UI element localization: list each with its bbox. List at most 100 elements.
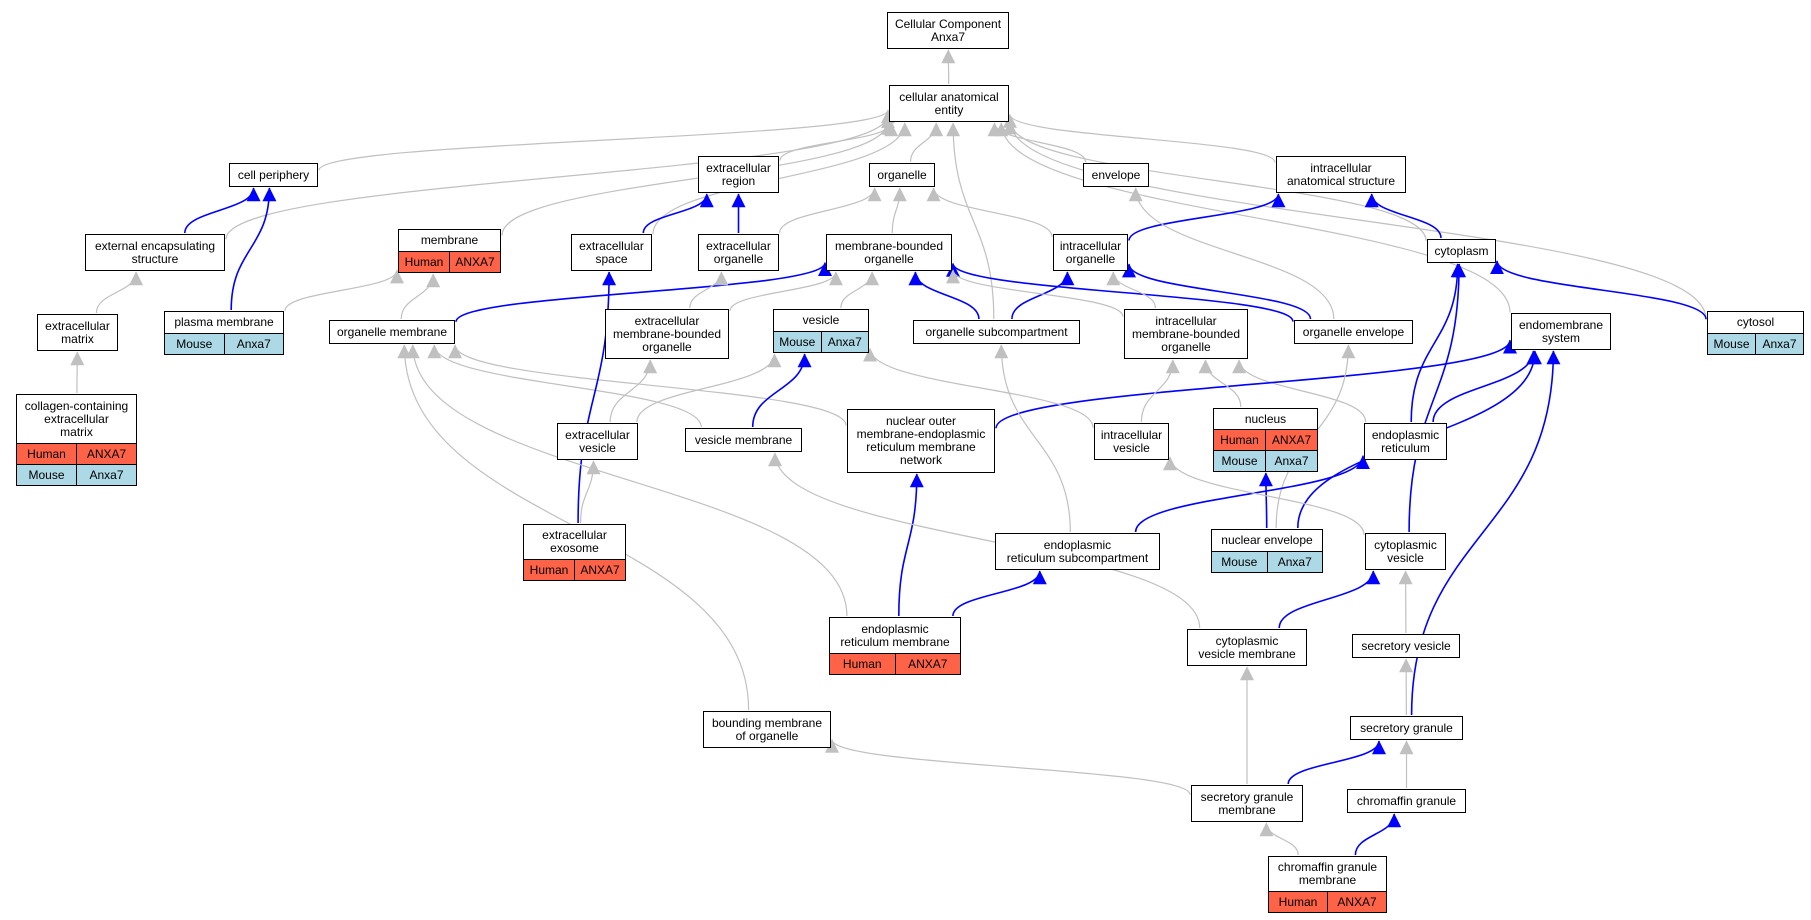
edge-organelle-envelope-to-envelope bbox=[1128, 187, 1335, 320]
node-collagen-containing-extracellular-matrix[interactable]: collagen-containing extracellular matrix… bbox=[16, 394, 137, 486]
node-extracellular-matrix[interactable]: extracellular matrix bbox=[37, 314, 118, 351]
edge-intracellular-mbo-to-intracellular-organelle bbox=[1106, 271, 1157, 309]
node-label: endoplasmic reticulum membrane bbox=[840, 621, 950, 649]
node-intracellular-vesicle[interactable]: intracellular vesicle bbox=[1094, 423, 1169, 460]
edge-chromaffin-granule-membrane-to-secretory-granule-membrane bbox=[1259, 822, 1299, 856]
edge-er-membrane-to-organelle-membrane bbox=[405, 344, 848, 617]
edge-extracellular-vesicle-to-extracellular-mbo bbox=[609, 359, 658, 423]
node-chromaffin-granule[interactable]: chromaffin granule bbox=[1347, 789, 1466, 813]
edge-cytosol-to-cae bbox=[1003, 120, 1707, 319]
edge-er-membrane-to-er-subcompartment bbox=[952, 570, 1047, 617]
gene-label: Anxa7 bbox=[820, 332, 869, 352]
node-extracellular-vesicle[interactable]: extracellular vesicle bbox=[557, 423, 638, 460]
edge-external-encaps-to-cae bbox=[225, 114, 895, 240]
node-label: organelle envelope bbox=[1302, 324, 1405, 339]
node-label: envelope bbox=[1091, 167, 1141, 182]
node-er-subcompartment[interactable]: endoplasmic reticulum subcompartment bbox=[995, 533, 1160, 570]
node-label: vesicle membrane bbox=[694, 432, 793, 447]
edge-er-membrane-to-nuclear-outer-membrane bbox=[898, 473, 924, 617]
node-cellular-component[interactable]: Cellular Component Anxa7 bbox=[887, 12, 1009, 49]
node-endomembrane-system[interactable]: endomembrane system bbox=[1511, 313, 1611, 350]
node-secretory-vesicle[interactable]: secretory vesicle bbox=[1352, 634, 1460, 658]
node-intracellular-organelle[interactable]: intracellular organelle bbox=[1053, 234, 1128, 271]
edge-membrane-to-cae bbox=[501, 120, 895, 236]
node-label: extracellular space bbox=[579, 238, 644, 266]
gene-label: ANXA7 bbox=[76, 444, 136, 464]
node-extracellular-membrane-bounded-organelle[interactable]: extracellular membrane-bounded organelle bbox=[605, 309, 729, 359]
edge-extracellular-space-to-extracellular-region bbox=[642, 193, 714, 234]
node-label: endoplasmic reticulum bbox=[1371, 427, 1440, 455]
edge-organelle-subcompartment-to-membrane-bounded-organelle bbox=[908, 271, 980, 320]
edge-organelle-envelope-to-intracellular-organelle bbox=[1122, 263, 1312, 320]
node-vesicle-membrane[interactable]: vesicle membrane bbox=[685, 428, 802, 452]
node-label: vesicle bbox=[802, 313, 840, 327]
node-membrane-bounded-organelle[interactable]: membrane-bounded organelle bbox=[826, 234, 952, 271]
node-label: cytosol bbox=[1736, 315, 1775, 329]
edge-cytosol-to-cytoplasm bbox=[1490, 260, 1707, 320]
node-cytoplasmic-vesicle[interactable]: cytoplasmic vesicle bbox=[1365, 533, 1446, 570]
edge-cell-periphery-to-cae bbox=[318, 109, 895, 171]
gene-label: Anxa7 bbox=[76, 465, 136, 485]
species-label: Human bbox=[1278, 894, 1318, 909]
edge-secretory-granule-membrane-to-bounding-membrane bbox=[825, 738, 1191, 795]
node-extracellular-region[interactable]: extracellular region bbox=[698, 156, 779, 193]
edge-cytoplasmic-vesicle-to-intracellular-vesicle bbox=[1163, 456, 1365, 535]
edge-organelle-subcompartment-to-intracellular-organelle bbox=[1011, 271, 1075, 320]
node-secretory-granule-membrane[interactable]: secretory granule membrane bbox=[1191, 785, 1303, 822]
node-label: cytoplasmic vesicle bbox=[1374, 537, 1437, 565]
node-label: intracellular membrane-bounded organelle bbox=[1131, 313, 1241, 354]
gene-label: Anxa7 bbox=[1266, 552, 1323, 572]
node-bounding-membrane-of-organelle[interactable]: bounding membrane of organelle bbox=[703, 711, 831, 748]
node-extracellular-space[interactable]: extracellular space bbox=[571, 234, 652, 271]
species-label: Human bbox=[842, 656, 882, 671]
node-cell-periphery[interactable]: cell periphery bbox=[229, 163, 318, 187]
edge-plasma-membrane-to-cell-periphery bbox=[230, 187, 277, 311]
node-nuclear-outer-membrane-er-network[interactable]: nuclear outer membrane-endoplasmic retic… bbox=[847, 409, 995, 473]
node-secretory-granule[interactable]: secretory granule bbox=[1350, 716, 1463, 740]
node-cellular-anatomical-entity[interactable]: cellular anatomical entity bbox=[889, 85, 1009, 122]
gene-label: Anxa7 bbox=[1265, 451, 1317, 471]
node-organelle-envelope[interactable]: organelle envelope bbox=[1294, 320, 1413, 344]
node-organelle-membrane[interactable]: organelle membrane bbox=[329, 320, 455, 344]
gene-label: ANXA7 bbox=[894, 654, 961, 674]
node-label: intracellular organelle bbox=[1059, 238, 1122, 266]
node-intracellular-anatomical-structure[interactable]: intracellular anatomical structure bbox=[1276, 156, 1406, 193]
node-endoplasmic-reticulum[interactable]: endoplasmic reticulum bbox=[1364, 423, 1447, 460]
node-label: secretory vesicle bbox=[1361, 638, 1451, 653]
node-extracellular-organelle[interactable]: extracellular organelle bbox=[698, 234, 779, 271]
node-cytoplasm[interactable]: cytoplasm bbox=[1427, 239, 1496, 263]
node-label: external encapsulating structure bbox=[94, 238, 216, 266]
node-envelope[interactable]: envelope bbox=[1083, 163, 1149, 187]
node-intracellular-membrane-bounded-organelle[interactable]: intracellular membrane-bounded organelle bbox=[1124, 309, 1248, 359]
edge-vesicle-membrane-to-organelle-membrane bbox=[427, 344, 702, 428]
node-cytoplasmic-vesicle-membrane[interactable]: cytoplasmic vesicle membrane bbox=[1187, 629, 1307, 666]
node-organelle[interactable]: organelle bbox=[869, 163, 935, 187]
node-organelle-subcompartment[interactable]: organelle subcompartment bbox=[913, 320, 1080, 344]
node-label: extracellular matrix bbox=[45, 318, 110, 346]
edge-endomembrane-system-to-cae bbox=[994, 122, 1511, 313]
node-label: cytoplasmic vesicle membrane bbox=[1198, 633, 1296, 661]
node-label: endomembrane system bbox=[1518, 317, 1604, 345]
node-label: cellular anatomical entity bbox=[899, 89, 999, 117]
node-label: membrane bbox=[420, 233, 479, 247]
node-label: bounding membrane of organelle bbox=[711, 715, 823, 743]
node-label: Cellular Component Anxa7 bbox=[894, 16, 1002, 44]
edge-intracellular-anat-to-cae bbox=[1003, 113, 1276, 163]
node-external-encapsulating-structure[interactable]: external encapsulating structure bbox=[85, 234, 225, 271]
node-label: nuclear outer membrane-endoplasmic retic… bbox=[856, 414, 986, 467]
edge-nucleus-to-intracellular-mbo bbox=[1198, 359, 1242, 408]
gene-label: Anxa7 bbox=[1755, 334, 1803, 354]
